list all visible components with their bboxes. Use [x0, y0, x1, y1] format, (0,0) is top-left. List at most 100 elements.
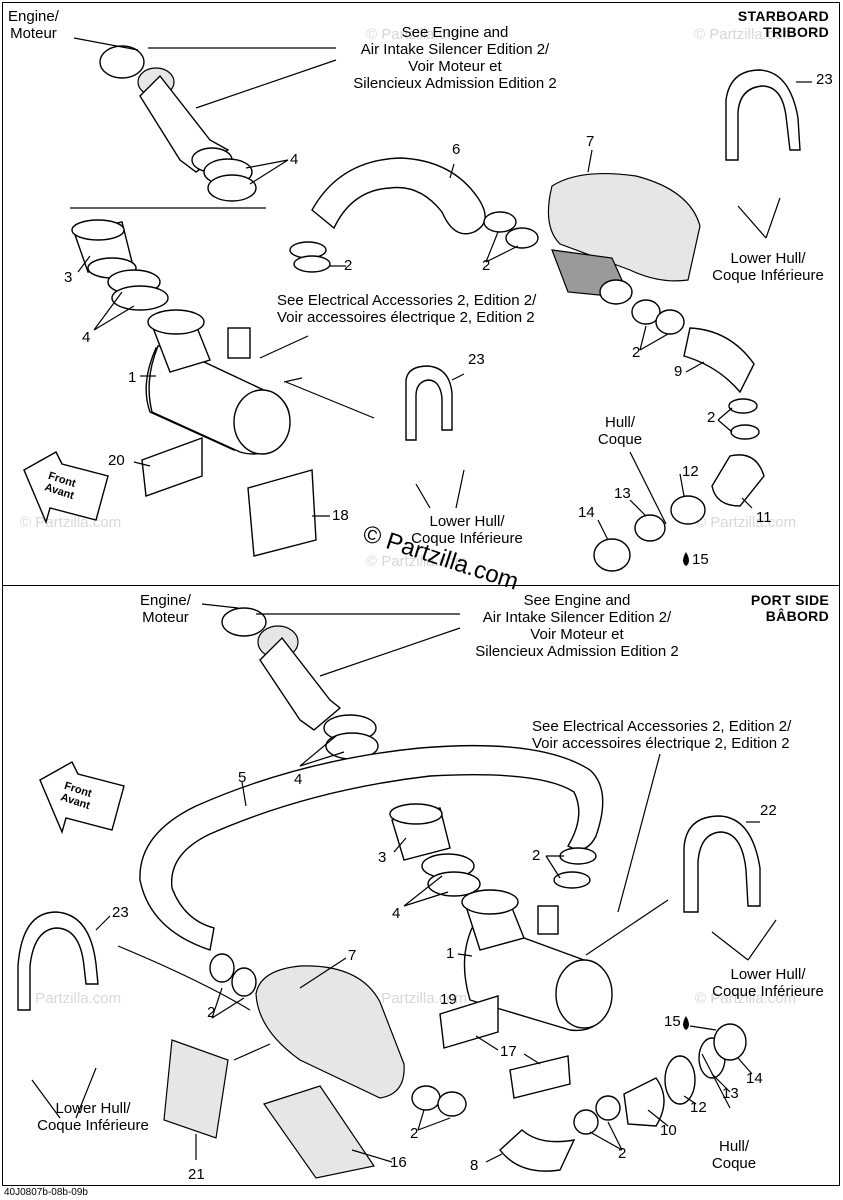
port-clamp	[411, 1085, 441, 1111]
port-part-3-sleeve	[389, 803, 481, 897]
starboard-engine-line1: Engine/	[8, 8, 59, 25]
watermark: © Partzilla.com	[366, 553, 468, 570]
starboard-leader-lines	[73, 37, 812, 541]
callout-14: 14	[746, 1070, 763, 1087]
callout-15: 15	[692, 551, 709, 568]
starboard-lower-hull-center: Lower Hull/ Coque Inférieure	[402, 513, 532, 547]
port-title-line1: PORT SIDE	[750, 592, 829, 608]
port-clamp	[209, 953, 235, 983]
port-part-17-block	[509, 1055, 571, 1099]
note-line: Coque Inférieure	[712, 267, 824, 284]
note-line: See Engine and	[523, 592, 631, 609]
port-lower-hull-left: Lower Hull/ Coque Inférieure	[28, 1100, 158, 1134]
callout-3: 3	[378, 849, 387, 866]
port-clamp	[573, 1109, 599, 1135]
callout-23: 23	[468, 351, 485, 368]
port-drop-icon	[683, 1016, 689, 1030]
starboard-part-3-sleeve	[70, 207, 266, 311]
note-line: Hull/	[718, 1138, 749, 1155]
note-line: Air Intake Silencer Edition 2/	[360, 41, 550, 58]
callout-4: 4	[294, 771, 303, 788]
starboard-hull-coque: Hull/ Coque	[592, 414, 648, 448]
note-line: Lower Hull/	[55, 1100, 131, 1117]
port-engine-line1: Engine/	[140, 592, 191, 609]
note-line: Lower Hull/	[429, 513, 505, 530]
callout-7: 7	[586, 133, 595, 150]
watermark: © Partzilla.com	[695, 514, 797, 531]
starboard-front-arrow	[23, 451, 109, 525]
section-divider	[2, 585, 840, 586]
port-clamp	[559, 847, 597, 865]
starboard-clamp	[655, 309, 685, 335]
callout-4: 4	[82, 329, 91, 346]
callout-2: 2	[532, 847, 541, 864]
starboard-part-18-bracket	[247, 469, 317, 557]
starboard-part-20-bracket	[141, 436, 203, 497]
starboard-part-6-hose	[311, 157, 486, 235]
port-title: PORT SIDE BÂBORD	[751, 592, 829, 624]
starboard-clamp	[293, 255, 331, 273]
port-part-16-pad	[263, 1085, 375, 1179]
watermark: © Partzilla.com	[366, 990, 468, 1007]
port-lower-hull-right: Lower Hull/ Coque Inférieure	[700, 966, 836, 1000]
callout-1: 1	[446, 945, 455, 962]
starboard-clamp	[631, 299, 661, 325]
callout-17: 17	[500, 1043, 517, 1060]
callout-1: 1	[128, 369, 137, 386]
note-line: See Electrical Accessories 2, Edition 2/	[277, 292, 537, 309]
callout-21: 21	[188, 1166, 205, 1183]
figure-id: 40J0807b-08b-09b	[4, 1187, 88, 1198]
starboard-clamp	[483, 211, 517, 233]
callout-4: 4	[290, 151, 299, 168]
watermark: © Partzilla.com	[20, 990, 122, 1007]
note-line: Silencieux Admission Edition 2	[353, 75, 557, 92]
callout-23: 23	[816, 71, 833, 88]
callout-10: 10	[660, 1122, 677, 1139]
starboard-see-electrical-note: See Electrical Accessories 2, Edition 2/…	[277, 292, 536, 326]
starboard-part-1-muffler	[145, 309, 291, 455]
note-line: Lower Hull/	[730, 250, 806, 267]
starboard-title-line1: STARBOARD	[737, 8, 829, 24]
callout-7: 7	[348, 947, 357, 964]
starboard-part-9-elbow	[683, 327, 755, 394]
starboard-drop-icon	[683, 552, 689, 566]
callout-9: 9	[674, 363, 683, 380]
starboard-engine-flange	[99, 45, 257, 202]
callout-8: 8	[470, 1157, 479, 1174]
starboard-part-11-outlet	[711, 454, 765, 507]
callout-2: 2	[482, 257, 491, 274]
note-line: Voir Moteur et	[530, 626, 624, 643]
starboard-lower-hull-right: Lower Hull/ Coque Inférieure	[703, 250, 833, 284]
port-part-10-outlet	[623, 1077, 665, 1127]
starboard-title: STARBOARD TRIBORD	[738, 8, 829, 40]
port-leader-lines	[31, 603, 777, 1163]
port-part-14-nut	[713, 1023, 747, 1061]
callout-5: 5	[238, 769, 247, 786]
note-line: Coque	[711, 1155, 757, 1172]
port-title-line2: BÂBORD	[765, 608, 829, 624]
port-engine-label: Engine/ Moteur	[140, 592, 191, 626]
port-see-engine-note: See Engine and Air Intake Silencer Editi…	[452, 592, 702, 660]
starboard-part-7-resonator	[547, 172, 701, 305]
note-line: See Engine and	[401, 24, 509, 41]
starboard-part-14-nut	[593, 538, 631, 572]
port-part-21-mat	[163, 1039, 229, 1139]
port-part-19-bracket	[439, 995, 499, 1049]
callout-14: 14	[578, 504, 595, 521]
callout-2: 2	[618, 1145, 627, 1162]
port-clamp	[595, 1095, 621, 1121]
callout-2: 2	[632, 344, 641, 361]
starboard-part-12-seal	[670, 495, 706, 525]
callout-2: 2	[707, 409, 716, 426]
port-part-8-elbow	[499, 1129, 576, 1172]
note-line: Coque	[597, 431, 643, 448]
port-part-7-resonator	[255, 965, 405, 1099]
note-line: Lower Hull/	[730, 966, 806, 983]
port-see-electrical-note: See Electrical Accessories 2, Edition 2/…	[532, 718, 791, 752]
watermark: © Partzilla.com	[694, 26, 796, 43]
port-engine-line2: Moteur	[142, 609, 189, 626]
note-line: Coque Inférieure	[411, 530, 523, 547]
